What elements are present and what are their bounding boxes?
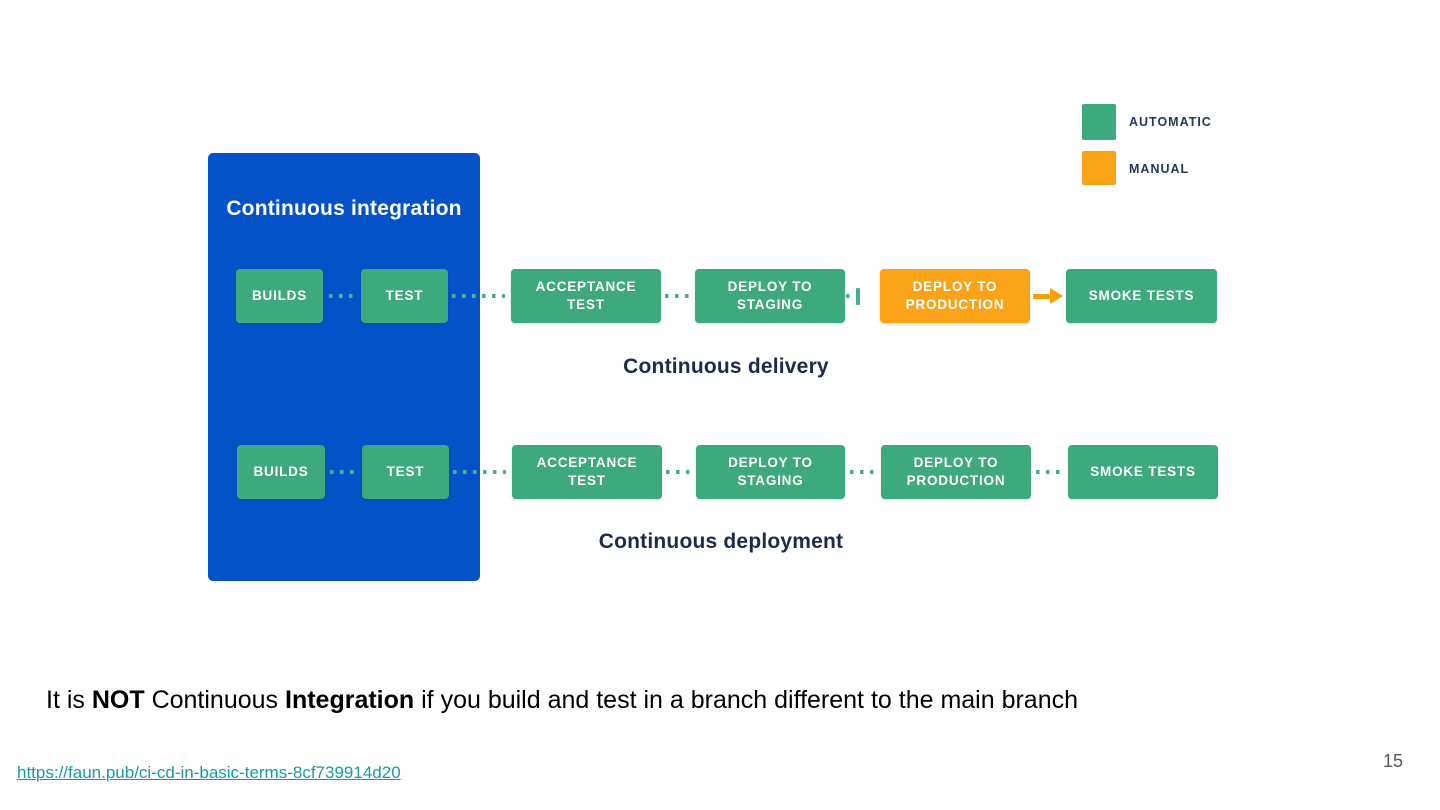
automatic-swatch-icon [1082, 104, 1116, 140]
dotted-connector [1036, 470, 1063, 474]
step-deploy-to-staging-delivery: DEPLOY TO STAGING [695, 269, 845, 323]
dotted-connector [850, 470, 876, 474]
step-test-deployment: TEST [362, 445, 449, 499]
step-acceptance-test-deployment: ACCEPTANCE TEST [512, 445, 662, 499]
statement-part-bold: Integration [285, 686, 415, 714]
legend-label-automatic: AUTOMATIC [1129, 115, 1212, 129]
dotted-connector [452, 294, 505, 298]
caption-continuous-deployment: Continuous deployment [598, 530, 844, 553]
legend-label-manual: MANUAL [1129, 162, 1190, 176]
arrow-icon [1033, 294, 1053, 299]
dotted-connector [453, 470, 506, 474]
step-test-delivery: TEST [361, 269, 448, 323]
source-link[interactable]: https://faun.pub/ci-cd-in-basic-terms-8c… [17, 763, 401, 782]
step-builds-delivery: BUILDS [236, 269, 323, 323]
statement-part: It is [46, 686, 92, 714]
dotted-connector [665, 294, 690, 298]
manual-swatch-icon [1082, 151, 1116, 185]
arrow-head-icon [1050, 288, 1063, 304]
step-deploy-to-production-deployment: DEPLOY TO PRODUCTION [881, 445, 1031, 499]
continuous-integration-title: Continuous integration [226, 197, 462, 220]
step-deploy-to-production-delivery: DEPLOY TO PRODUCTION [880, 269, 1030, 323]
step-deploy-to-staging-deployment: DEPLOY TO STAGING [696, 445, 845, 499]
step-smoke-tests-deployment: SMOKE TESTS [1068, 445, 1218, 499]
manual-pause-bar-icon [856, 288, 860, 305]
statement-part-bold: NOT [91, 686, 145, 714]
step-smoke-tests-delivery: SMOKE TESTS [1066, 269, 1217, 323]
step-builds-deployment: BUILDS [237, 445, 325, 499]
step-acceptance-test-delivery: ACCEPTANCE TEST [511, 269, 661, 323]
dotted-connector [846, 294, 851, 298]
continuous-integration-panel: Continuous integration [208, 153, 480, 581]
dotted-connector [330, 470, 356, 474]
page-number: 15 [1383, 751, 1404, 771]
statement-part: if you build and test in a branch differ… [414, 686, 1079, 714]
statement-text: It is NOT Continuous Integration if you … [46, 686, 1078, 715]
dotted-connector [666, 470, 691, 474]
caption-continuous-delivery: Continuous delivery [623, 355, 829, 378]
statement-part: Continuous [144, 686, 285, 714]
dotted-connector [329, 294, 355, 298]
